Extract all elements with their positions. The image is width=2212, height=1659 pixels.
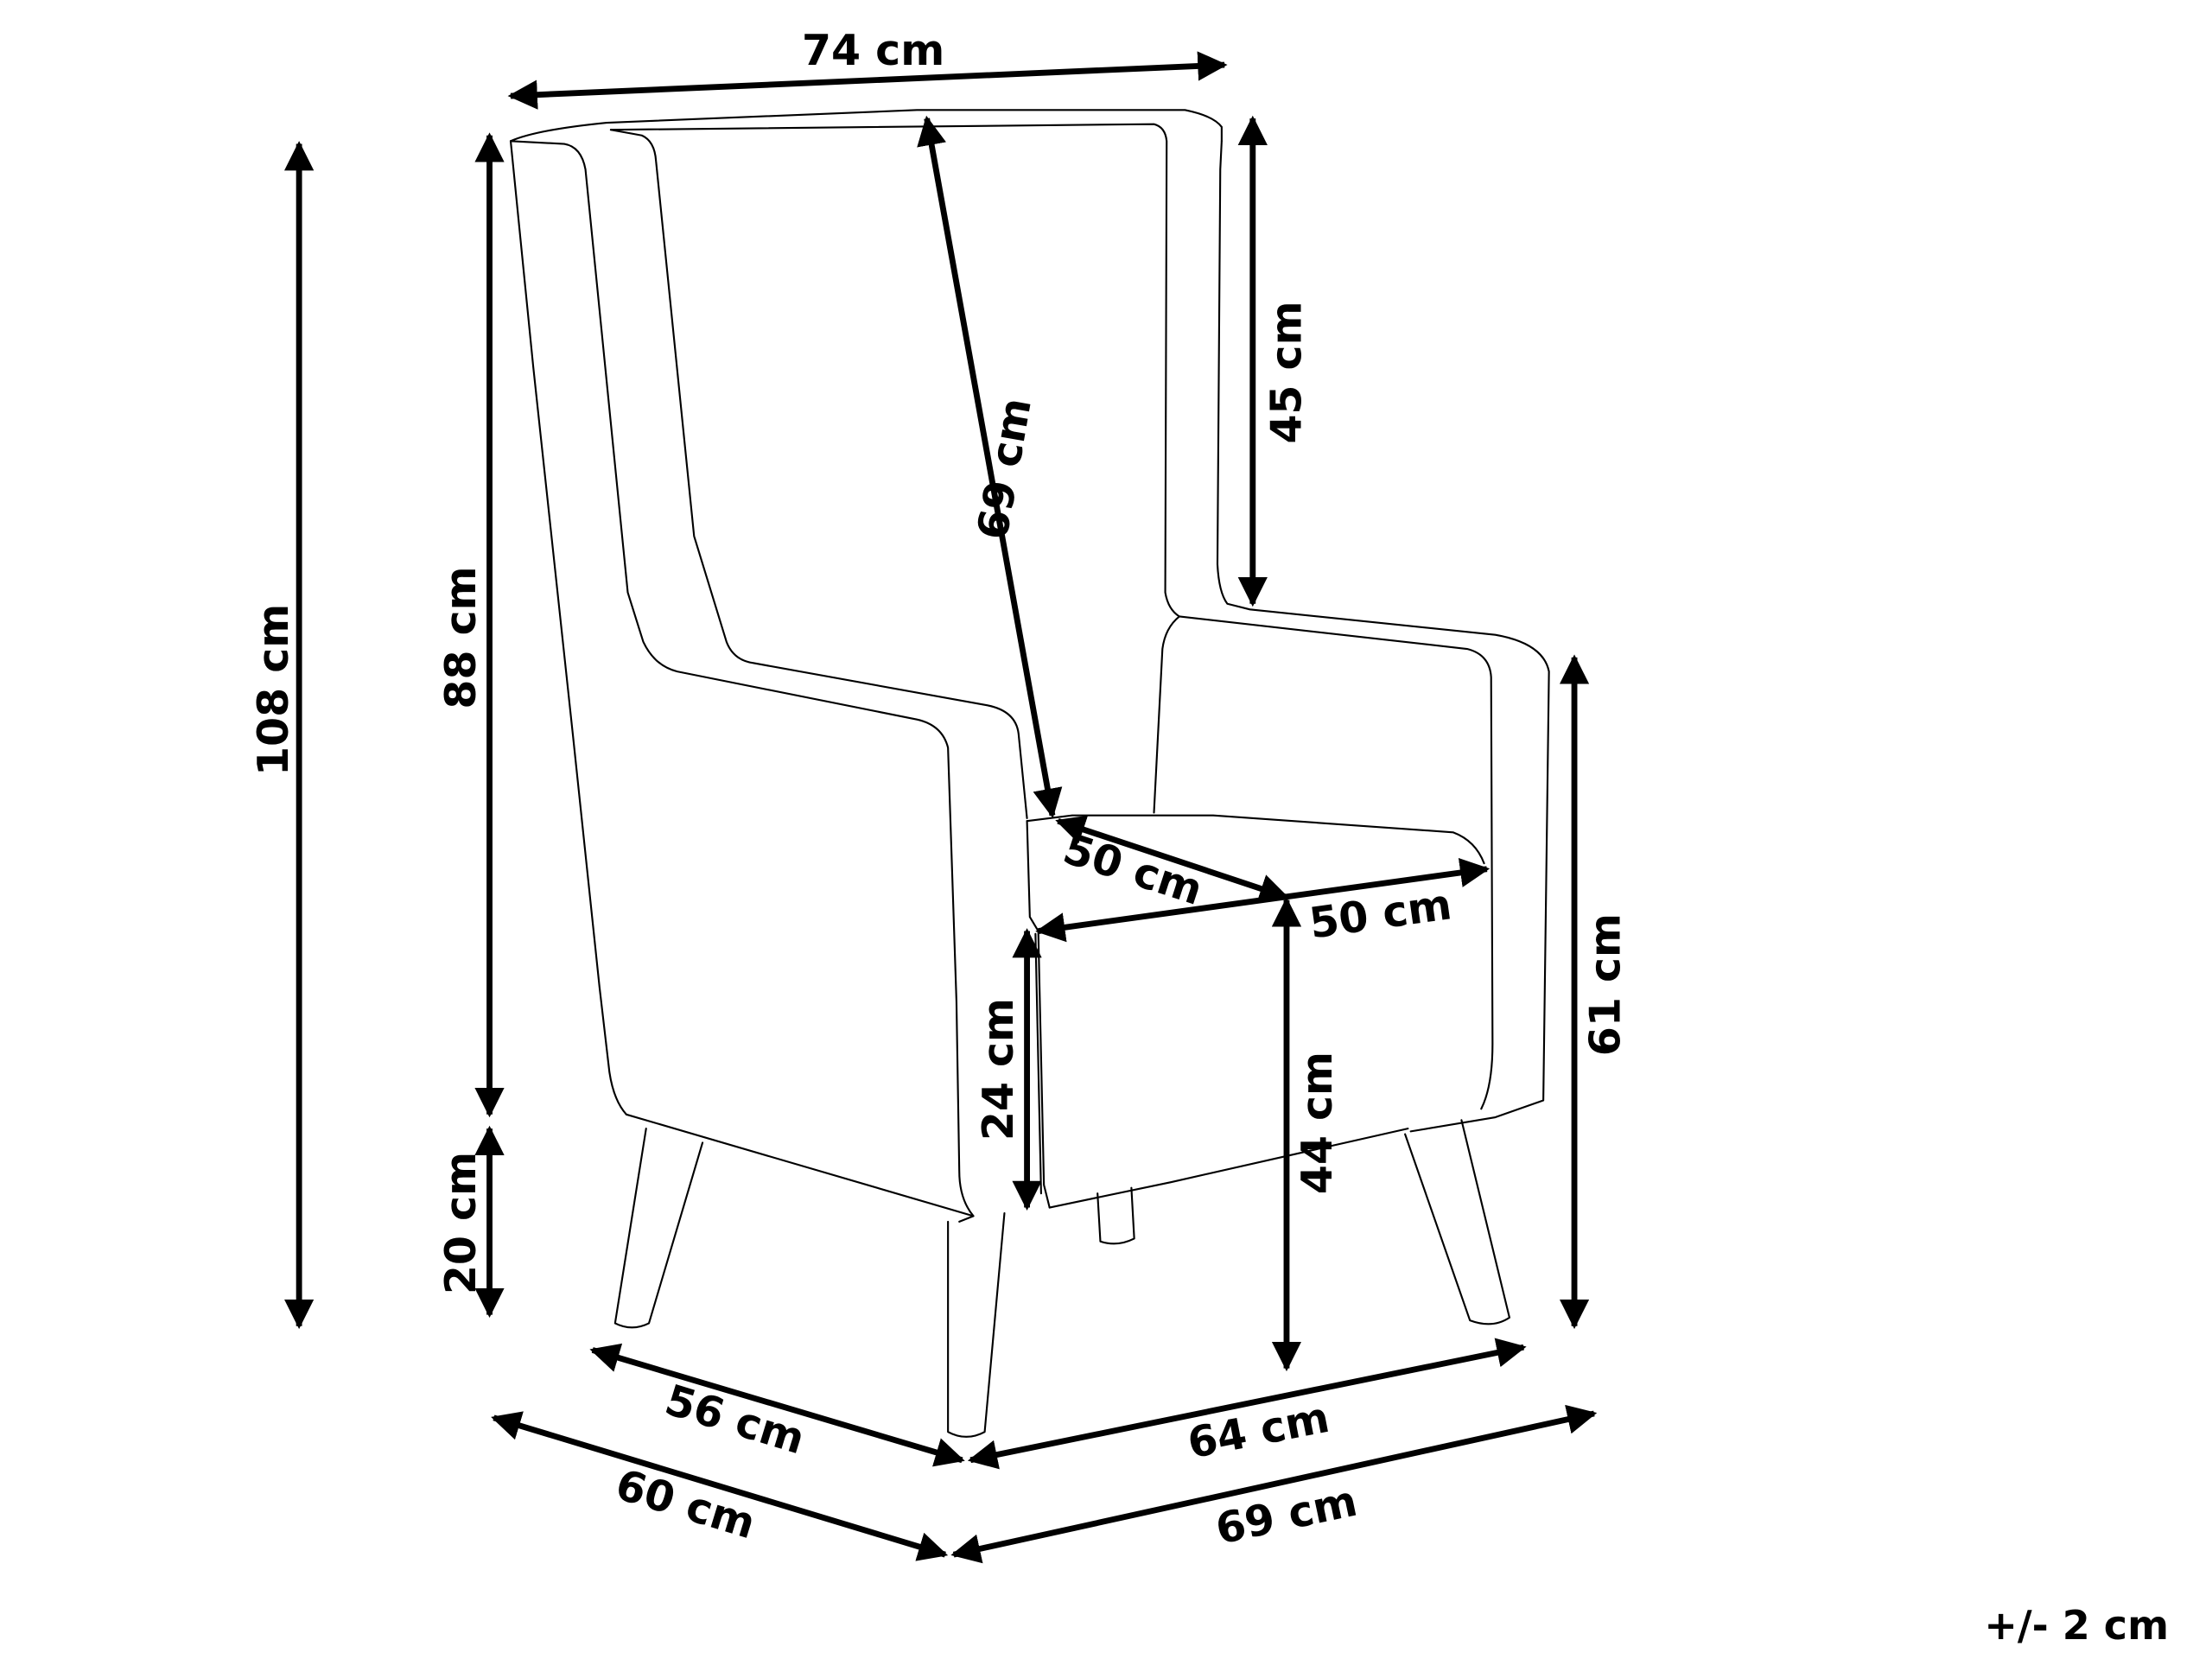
- dim-60-arrow: [491, 1411, 949, 1561]
- label-overall-height: 108 cm: [249, 604, 298, 776]
- label-armrest-height: 61 cm: [1580, 913, 1630, 1056]
- label-leg-height: 20 cm: [436, 1152, 486, 1294]
- dim-50-width-arrow: [1035, 857, 1491, 943]
- label-seat-height: 44 cm: [1293, 1052, 1342, 1194]
- dim-69-base-arrow: [950, 1404, 1598, 1564]
- tolerance-label: +/- 2 cm: [1984, 1602, 2169, 1649]
- label-overall-width-top: 74 cm: [802, 26, 944, 75]
- label-wing-height: 45 cm: [1262, 301, 1311, 443]
- label-leg-footprint-depth: 56 cm: [659, 1376, 810, 1465]
- dimension-lines: [283, 51, 1598, 1564]
- label-height-without-legs: 88 cm: [436, 566, 486, 709]
- dim-74-arrow: [507, 51, 1228, 110]
- dim-69-back-arrow: [917, 115, 1063, 819]
- label-seat-depth: 50 cm: [1058, 824, 1209, 915]
- label-overall-width-base: 69 cm: [1211, 1477, 1361, 1554]
- chair-outline: [509, 109, 1550, 1438]
- label-front-panel-height: 24 cm: [974, 998, 1023, 1141]
- dimension-labels: 74 cm 108 cm 88 cm 20 cm 69 cm 45 cm 50 …: [249, 26, 1630, 1554]
